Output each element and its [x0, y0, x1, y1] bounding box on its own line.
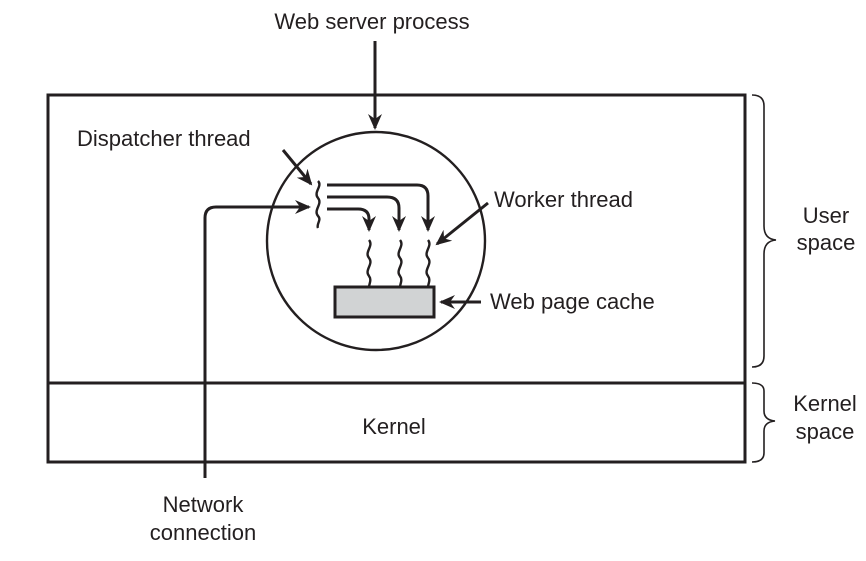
dispatcher-thread-label: Dispatcher thread	[77, 126, 251, 151]
network-connection-label-line2: connection	[150, 520, 256, 545]
worker-thread-squiggle-1	[366, 239, 372, 288]
kernel-space-label-line2: space	[796, 419, 855, 444]
kernel-label: Kernel	[362, 414, 426, 439]
dispatcher-thread-squiggle	[315, 180, 321, 229]
worker-thread-pointer-arrow	[435, 201, 489, 246]
dispatch-arrow-worker-2	[327, 195, 406, 232]
kernel-space-brace	[751, 382, 776, 463]
system-box	[46, 93, 747, 464]
web-page-cache-box	[333, 285, 436, 319]
user-space-brace	[751, 94, 777, 368]
dispatch-arrow-worker-3	[327, 183, 435, 232]
network-connection-label-line1: Network	[163, 492, 245, 517]
dispatcher-thread-pointer-arrow	[281, 149, 313, 186]
user-space-label-line1: User	[803, 203, 849, 228]
web-page-cache-label: Web page cache	[490, 289, 655, 314]
dispatch-arrow-worker-1	[327, 207, 376, 232]
worker-thread-label: Worker thread	[494, 187, 633, 212]
kernel-space-label-line1: Kernel	[793, 391, 857, 416]
user-space-label-line2: space	[797, 230, 856, 255]
network-connection-arrow	[203, 200, 311, 478]
web-server-process-circle	[265, 130, 487, 352]
worker-thread-squiggle-3	[425, 239, 431, 288]
worker-thread-squiggle-2	[397, 239, 403, 288]
web-server-process-label: Web server process	[274, 9, 469, 34]
